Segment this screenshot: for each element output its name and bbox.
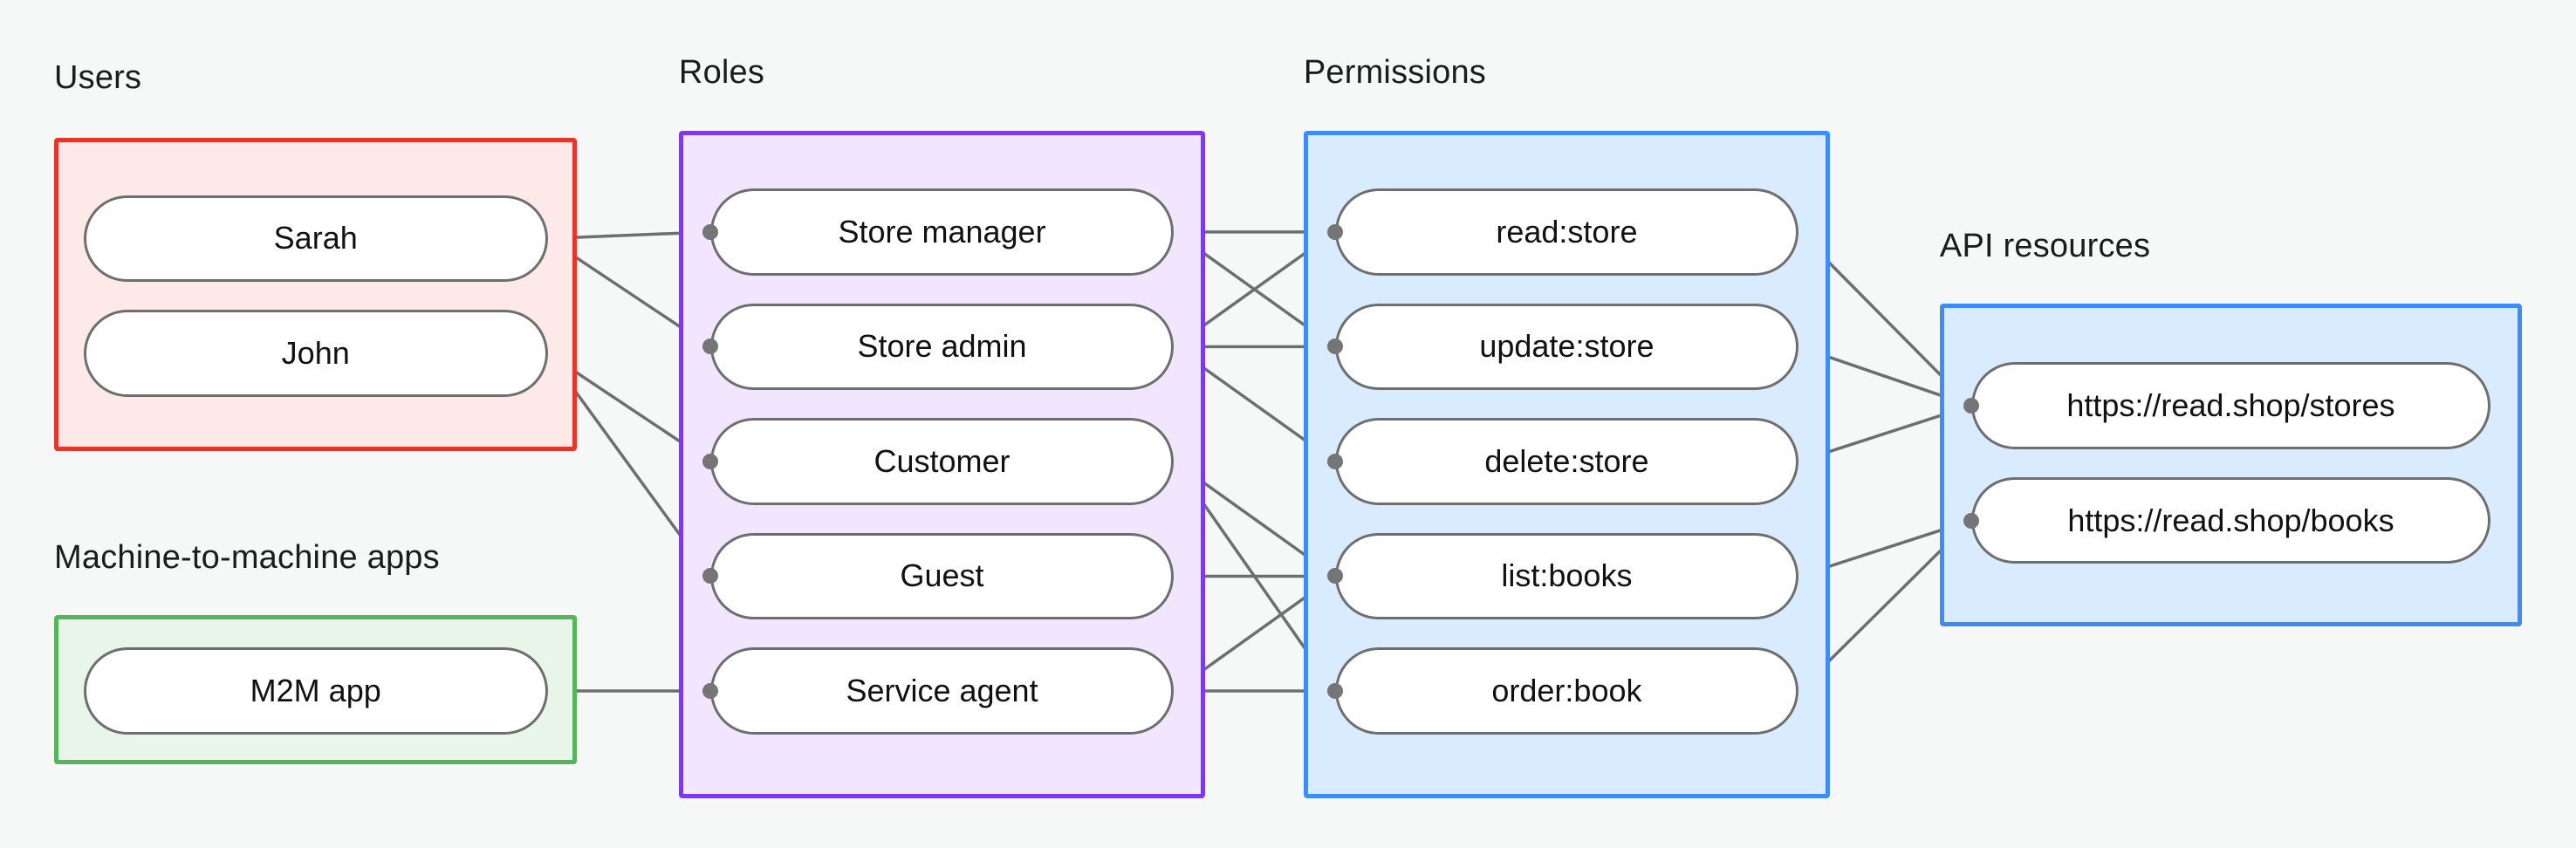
port-dot-update_store xyxy=(1326,339,1343,355)
port-dot-delete_store xyxy=(1326,453,1343,469)
group-label-roles: Roles xyxy=(678,54,765,91)
port-dot-store_admin xyxy=(702,339,718,355)
node-res_stores[interactable]: https://read.shop/stores xyxy=(1970,362,2491,449)
node-update_store[interactable]: update:store xyxy=(1334,303,1799,391)
group-label-m2m: Machine-to-machine apps xyxy=(54,539,440,577)
node-guest[interactable]: Guest xyxy=(709,532,1175,620)
group-label-permissions: Permissions xyxy=(1303,54,1486,91)
port-dot-customer xyxy=(702,453,718,469)
node-john[interactable]: John xyxy=(83,310,548,397)
port-dot-list_books xyxy=(1326,568,1343,585)
group-box-users xyxy=(54,137,578,451)
node-list_books[interactable]: list:books xyxy=(1334,532,1799,620)
node-order_book[interactable]: order:book xyxy=(1334,647,1799,735)
node-m2m_app[interactable]: M2M app xyxy=(83,647,548,735)
node-store_admin[interactable]: Store admin xyxy=(709,303,1175,391)
node-sarah[interactable]: Sarah xyxy=(83,195,548,283)
port-dot-guest xyxy=(702,568,718,585)
node-service_agent[interactable]: Service agent xyxy=(709,647,1175,735)
port-dot-read_store xyxy=(1326,223,1343,240)
port-dot-order_book xyxy=(1326,683,1343,700)
port-dot-store_manager xyxy=(702,223,718,240)
group-label-api: API resources xyxy=(1939,228,2151,265)
node-customer[interactable]: Customer xyxy=(709,418,1175,505)
group-box-api xyxy=(1939,303,2522,626)
port-dot-res_stores xyxy=(1963,398,1979,414)
group-label-users: Users xyxy=(54,58,142,96)
node-delete_store[interactable]: delete:store xyxy=(1334,418,1799,505)
node-store_manager[interactable]: Store manager xyxy=(709,188,1175,276)
node-read_store[interactable]: read:store xyxy=(1334,188,1799,276)
port-dot-service_agent xyxy=(702,683,718,700)
node-res_books[interactable]: https://read.shop/books xyxy=(1970,476,2491,564)
port-dot-res_books xyxy=(1963,512,1979,529)
